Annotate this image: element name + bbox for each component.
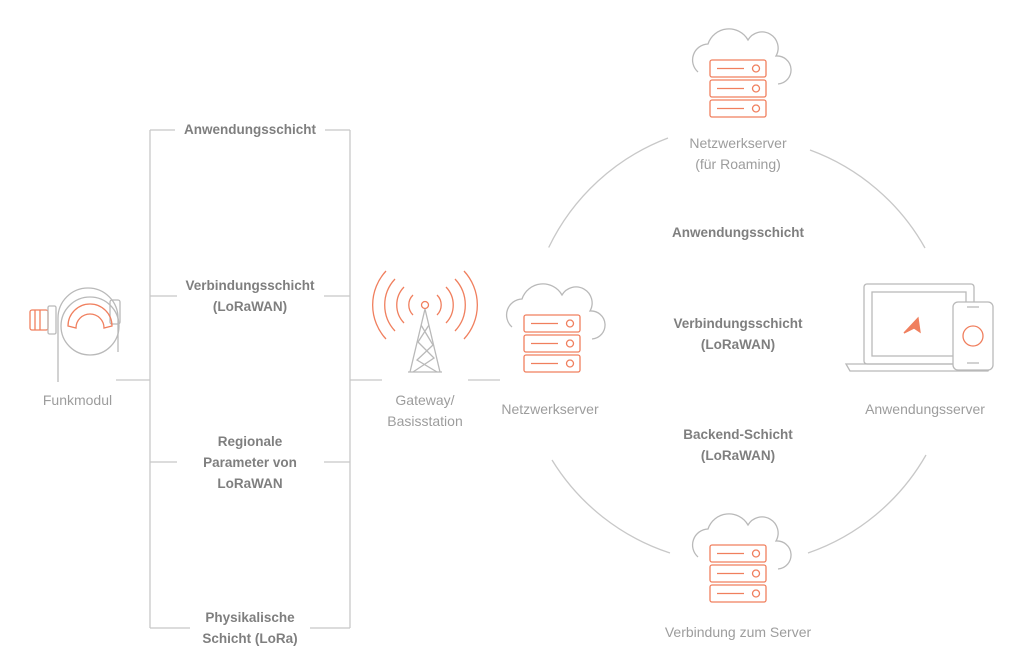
verbindung-server-label: Verbindung zum Server [664, 624, 812, 640]
right-link-layer-label: Verbindungsschicht (LoRaWAN) [638, 313, 838, 355]
arc-bottom-right [807, 454, 927, 554]
right-backend-label: Backend-Schicht (LoRaWAN) [638, 424, 838, 466]
right-link-layer-line2: (LoRaWAN) [700, 337, 776, 352]
gateway-label: Gateway/ Basisstation [370, 390, 480, 432]
right-backend-line2: (LoRaWAN) [700, 448, 776, 463]
arc-bottom-left [551, 459, 671, 554]
right-backend-line1: Backend-Schicht [683, 427, 793, 442]
antenna-tower-icon [372, 270, 478, 373]
left-link-layer-label: Verbindungsschicht (LoRaWAN) [150, 275, 350, 317]
left-regional-label: Regionale Parameter von LoRaWAN [150, 431, 350, 494]
right-link-layer-line1: Verbindungsschicht [673, 316, 803, 331]
left-phys-layer-label: Physikalische Schicht (LoRa) [150, 607, 350, 649]
left-app-layer-label: Anwendungsschicht [183, 122, 316, 137]
left-link-layer-line2: (LoRaWAN) [212, 299, 288, 314]
cloud-server-icon [505, 283, 606, 373]
left-regional-line1: Regionale [217, 434, 283, 449]
arc-top-right [809, 149, 926, 249]
left-phys-line1: Physikalische [205, 610, 295, 625]
anwendungsserver-label: Anwendungsserver [865, 401, 985, 417]
left-link-layer-line1: Verbindungsschicht [185, 278, 315, 293]
netzwerkserver-label: Netzwerkserver [501, 401, 599, 417]
arc-top-left [548, 137, 669, 248]
gateway-label-line1: Gateway/ [395, 392, 455, 408]
funkmodul-label: Funkmodul [42, 392, 113, 408]
radio-module-icon [29, 287, 121, 382]
left-regional-line3: LoRaWAN [217, 476, 283, 491]
right-app-layer-label: Anwendungsschicht [671, 225, 804, 240]
cloud-server-icon-roaming [691, 28, 792, 118]
connector-lines [116, 129, 927, 629]
roaming-label-line1: Netzwerkserver [689, 135, 787, 151]
roaming-server-label: Netzwerkserver (für Roaming) [668, 133, 808, 175]
cloud-server-icon-bottom [691, 513, 792, 603]
left-phys-line2: Schicht (LoRa) [202, 631, 298, 646]
laptop-phone-icon [844, 283, 994, 372]
left-regional-line2: Parameter von [203, 455, 297, 470]
roaming-label-line2: (für Roaming) [695, 156, 781, 172]
gateway-label-line2: Basisstation [387, 413, 463, 429]
